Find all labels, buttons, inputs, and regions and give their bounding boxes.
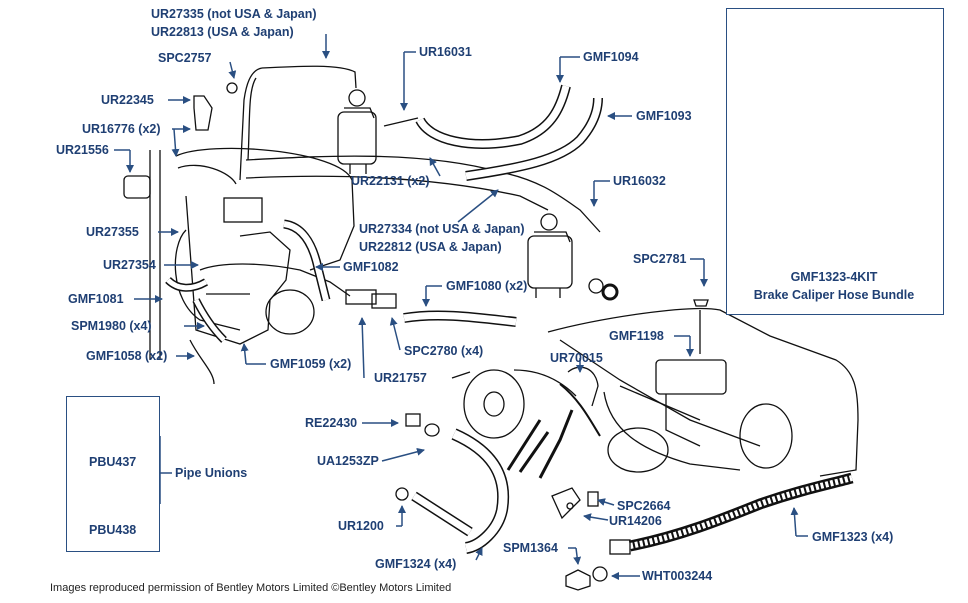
label-ur27355: UR27355 xyxy=(86,225,139,239)
kit-description: Brake Caliper Hose Bundle xyxy=(753,288,915,302)
label-ur27354: UR27354 xyxy=(103,258,156,272)
label-ur16031: UR16031 xyxy=(419,45,472,59)
label-ur27335: UR27335 (not USA & Japan) xyxy=(151,7,317,21)
label-ur22812: UR22812 (USA & Japan) xyxy=(359,240,502,254)
label-gmf1082: GMF1082 xyxy=(343,260,399,274)
copyright-credit: Images reproduced permission of Bentley … xyxy=(50,582,452,594)
label-ur14206: UR14206 xyxy=(609,514,662,528)
label-gmf1094: GMF1094 xyxy=(583,50,639,64)
label-gmf1059: GMF1059 (x2) xyxy=(270,357,352,371)
label-wht003244: WHT003244 xyxy=(642,569,713,583)
label-re22430: RE22430 xyxy=(305,416,358,430)
label-ur22131: UR22131 (x2) xyxy=(351,174,430,188)
label-spm1980: SPM1980 (x4) xyxy=(71,319,152,333)
kit-part-number: GMF1323-4KIT xyxy=(790,270,878,284)
leader-arrows xyxy=(114,34,808,580)
label-pbu438: PBU438 xyxy=(89,523,137,537)
hydraulic-system-line-art xyxy=(123,65,859,591)
label-gmf1324: GMF1324 (x4) xyxy=(375,557,457,571)
label-gmf1058: GMF1058 (x2) xyxy=(86,349,168,363)
label-pipe-unions: Pipe Unions xyxy=(175,466,248,480)
pipe-unions-box xyxy=(66,396,160,552)
label-gmf1323: GMF1323 (x4) xyxy=(812,530,894,544)
label-ur1200: UR1200 xyxy=(338,519,384,533)
label-ur16776: UR16776 (x2) xyxy=(82,122,161,136)
label-ur70015: UR70015 xyxy=(550,351,603,365)
label-gmf1198: GMF1198 xyxy=(609,329,664,343)
label-ur16032: UR16032 xyxy=(613,174,666,188)
label-spm1364: SPM1364 xyxy=(503,541,558,555)
label-ur27334: UR27334 (not USA & Japan) xyxy=(359,222,525,236)
label-spc2780: SPC2780 (x4) xyxy=(404,344,484,358)
label-gmf1080: GMF1080 (x2) xyxy=(446,279,528,293)
label-ua1253zp: UA1253ZP xyxy=(317,454,379,468)
label-ur21556: UR21556 xyxy=(56,143,109,157)
label-ur21757: UR21757 xyxy=(374,371,427,385)
label-spc2664: SPC2664 xyxy=(617,499,671,513)
label-spc2757: SPC2757 xyxy=(158,51,212,65)
label-spc2781: SPC2781 xyxy=(633,252,687,266)
label-ur22813: UR22813 (USA & Japan) xyxy=(151,25,294,39)
hose-kit-box xyxy=(726,8,944,315)
label-ur22345: UR22345 xyxy=(101,93,154,107)
label-gmf1081: GMF1081 xyxy=(68,292,124,306)
label-pbu437: PBU437 xyxy=(89,455,137,469)
label-gmf1093: GMF1093 xyxy=(636,109,692,123)
